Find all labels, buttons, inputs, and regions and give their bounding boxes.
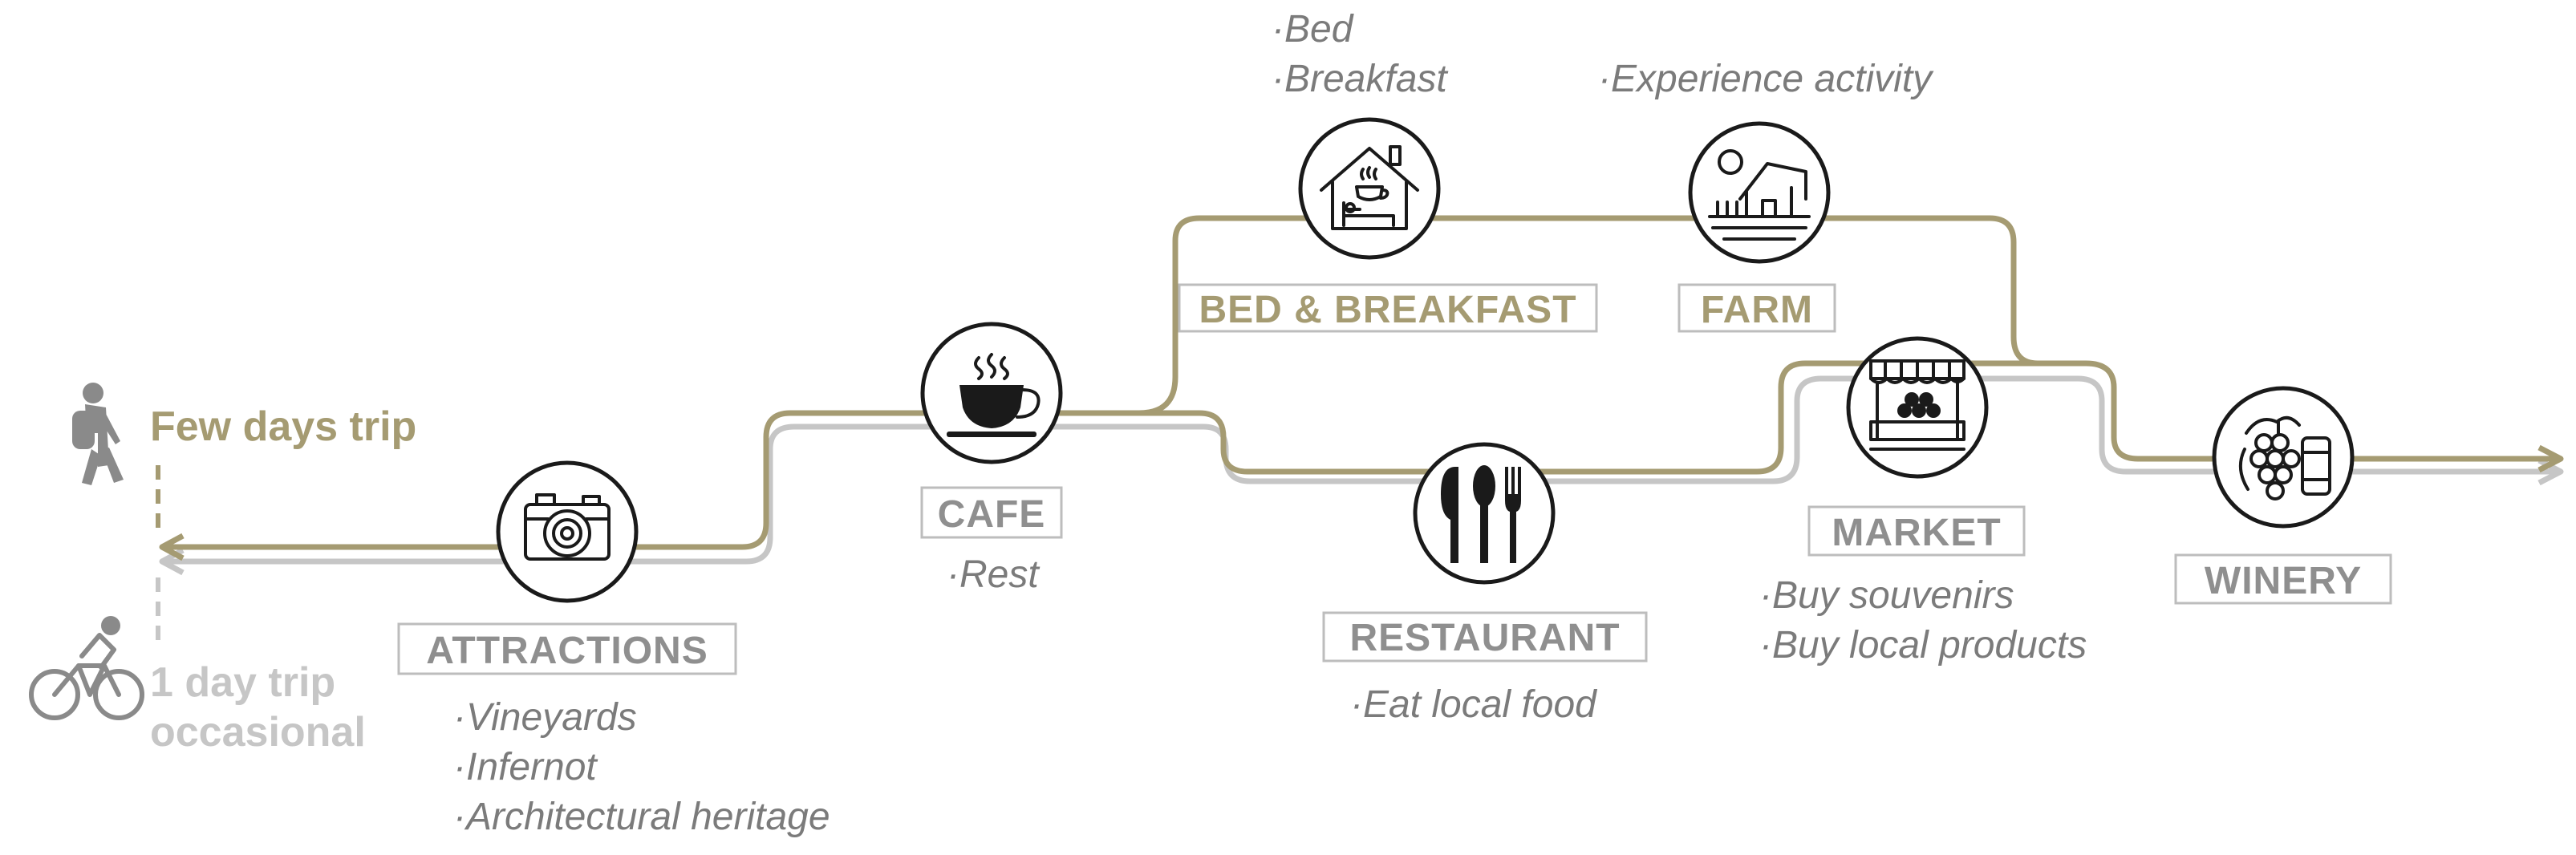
restaurant-note-1: ·Eat local food xyxy=(1350,683,1597,726)
stop-market: MARKET ·Buy souvenirs ·Buy local product… xyxy=(1759,336,2087,667)
house-bed-icon xyxy=(1320,145,1419,230)
farm-label: FARM xyxy=(1701,289,1813,331)
stop-cafe: CAFE ·Rest xyxy=(920,322,1063,596)
farm-label-box xyxy=(1677,283,1836,333)
cutlery-icon xyxy=(1441,465,1521,563)
restaurant-label-box xyxy=(1322,611,1648,663)
attractions-circle xyxy=(496,460,639,603)
few-days-arrow-left xyxy=(159,533,185,561)
bnb-note-2: ·Breakfast xyxy=(1272,58,1448,100)
cafe-label-box xyxy=(920,486,1063,539)
one-day-trip-line1: 1 day trip xyxy=(150,659,335,706)
market-label-box xyxy=(1807,505,2026,557)
farm-note-1: ·Experience activity xyxy=(1598,58,1934,100)
stop-bed-and-breakfast: BED & BREAKFAST ·Bed ·Breakfast xyxy=(1178,8,1598,333)
market-note-1: ·Buy souvenirs xyxy=(1759,574,2014,617)
attractions-label: ATTRACTIONS xyxy=(426,630,708,672)
market-stall-icon xyxy=(1869,359,1965,451)
cafe-label: CAFE xyxy=(938,493,1046,536)
attractions-label-box xyxy=(397,622,737,675)
wine-grapes-icon xyxy=(2238,415,2331,500)
restaurant-label: RESTAURANT xyxy=(1349,617,1620,659)
stop-winery: WINERY xyxy=(2174,386,2392,605)
hiker-icon xyxy=(72,383,124,485)
attractions-note-2: ·Infernot xyxy=(453,746,598,788)
few-days-route-line xyxy=(164,215,2555,550)
bnb-label: BED & BREAKFAST xyxy=(1199,289,1576,331)
farm-circle xyxy=(1688,121,1831,264)
market-note-2: ·Buy local products xyxy=(1759,624,2087,667)
few-days-arrow-right xyxy=(2537,444,2564,473)
cyclist-icon xyxy=(29,616,144,720)
winery-label-box xyxy=(2174,553,2392,605)
attractions-note-3: ·Architectural heritage xyxy=(453,796,830,838)
bnb-note-1: ·Bed xyxy=(1272,8,1354,51)
stop-attractions: ATTRACTIONS ·Vineyards ·Infernot ·Archit… xyxy=(397,460,830,838)
winery-label: WINERY xyxy=(2205,560,2362,602)
attractions-note-1: ·Vineyards xyxy=(453,696,637,739)
coffee-cup-icon xyxy=(947,353,1041,437)
stop-restaurant: RESTAURANT ·Eat local food xyxy=(1322,442,1648,726)
market-label: MARKET xyxy=(1832,512,2001,554)
few-days-trip-label: Few days trip xyxy=(150,403,416,450)
camera-icon xyxy=(524,493,611,561)
stop-farm: FARM ·Experience activity xyxy=(1598,58,1934,333)
one-day-trip-line2: occasional xyxy=(150,709,366,756)
farmhouse-icon xyxy=(1708,149,1811,241)
cafe-note-1: ·Rest xyxy=(947,553,1040,596)
bnb-label-box xyxy=(1178,283,1598,333)
